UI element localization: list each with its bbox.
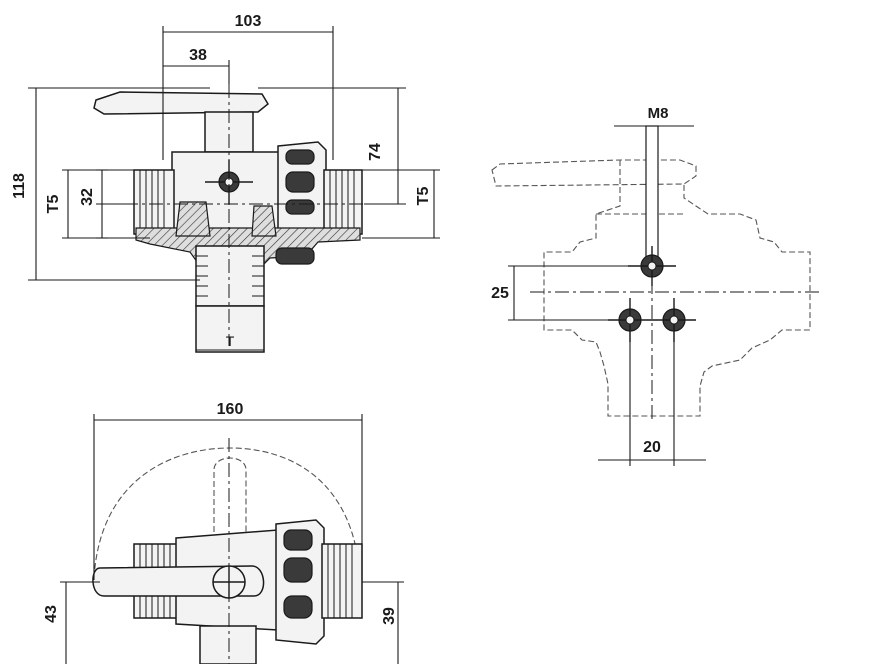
- dim-thread-right: T5: [415, 187, 432, 206]
- drain-fitting: [275, 247, 315, 265]
- dim-height-right: 74: [367, 143, 384, 161]
- dim-overall-height: 118: [11, 173, 28, 199]
- bottom-port-threads: [196, 255, 264, 297]
- side-view-body-outline: [543, 160, 811, 417]
- dim-overall-width: 103: [235, 13, 262, 30]
- bolt-left: [608, 298, 652, 342]
- front-nut-slots: [283, 529, 313, 619]
- ghost-handle-vertical: [213, 457, 247, 532]
- nut-slots: [285, 149, 315, 215]
- dim-front-height-left: 43: [43, 605, 60, 623]
- dim-front-height-right: 39: [381, 607, 398, 625]
- front-right-port: [321, 543, 363, 619]
- top-view: 103 38 118 T5 32 74 T5 T: [11, 13, 440, 353]
- m8-bolt-shaft: [645, 125, 659, 267]
- bolt-top: [628, 246, 676, 286]
- dim-bottom-thread: T: [226, 333, 235, 349]
- handle-lever: [93, 91, 269, 115]
- dim-handle-offset: 38: [189, 47, 207, 64]
- handle-swing-arc: [93, 447, 361, 579]
- side-view: M8 25 20: [491, 105, 820, 466]
- dim-horizontal-spacing: 20: [643, 439, 661, 456]
- dim-bolt-size: M8: [648, 105, 669, 122]
- front-view: 160 43 39: [43, 401, 404, 665]
- section-hatch-right: [251, 205, 277, 237]
- bottom-port-body: [195, 305, 265, 353]
- left-port-threads: [139, 170, 165, 234]
- dim-vertical-spacing: 25: [491, 285, 509, 302]
- dim-center-height: 32: [79, 188, 96, 206]
- front-right-threads: [327, 544, 353, 618]
- dim-front-width: 160: [217, 401, 244, 418]
- front-bottom-port: [199, 625, 257, 665]
- right-port-threads: [329, 170, 355, 234]
- side-view-handle: [491, 159, 697, 187]
- section-hatch-center: [175, 201, 211, 237]
- dim-thread-left: T5: [45, 195, 62, 214]
